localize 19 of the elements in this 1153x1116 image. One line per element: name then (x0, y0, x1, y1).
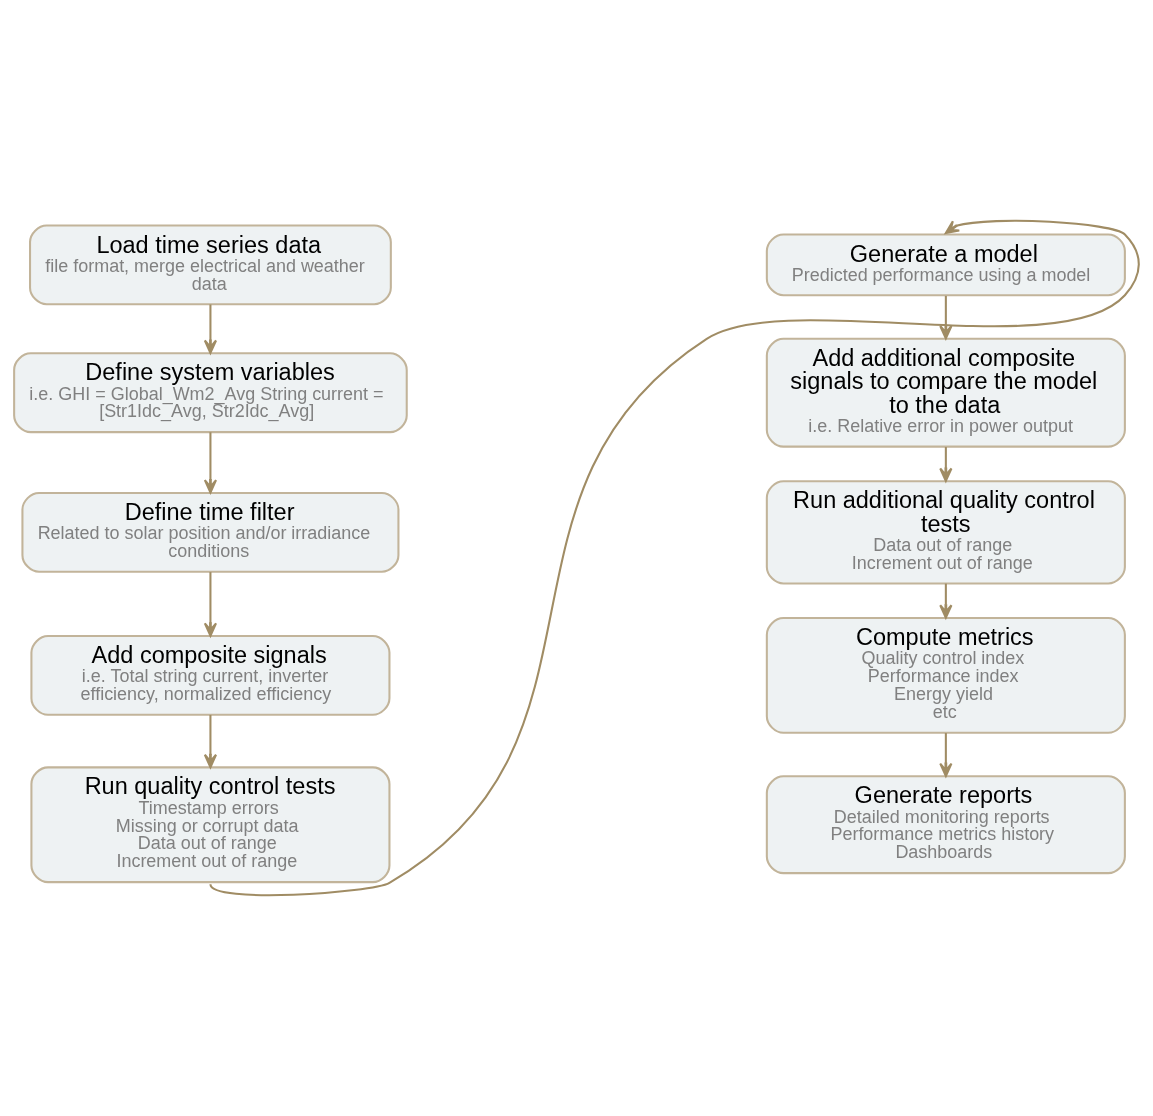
node-box: Generate a model Predicted performance using a model (765, 233, 1126, 297)
arrow (203, 572, 218, 637)
node-box: Define system variables i.e. GHI = Global_Wm2_Avg String current = [Str1Idc_Avg, Str2Idc_Avg] (13, 352, 408, 434)
node-box: Load time series data file format, merge electrical and weather data (29, 224, 392, 306)
arrow (939, 295, 953, 340)
arrow (939, 583, 953, 619)
arrow (203, 304, 218, 354)
node-box: Generate reports Detailed monitoring reports Performance metrics history Dashboards (765, 775, 1126, 875)
node-box: Define time filter Related to solar position and/or irradiance conditions (21, 491, 400, 573)
arrow (203, 714, 218, 769)
arrow (939, 733, 953, 778)
arrow (939, 447, 953, 482)
node-box: Compute metrics Quality control index Performance index Energy yield etc (765, 617, 1126, 734)
arrow (203, 432, 218, 494)
node-box: Add additional composite signals to compare the model to the data i.e. Relative error in power output (765, 337, 1126, 448)
arrow (209, 219, 1140, 897)
node-box: Add composite signals i.e. Total string current, inverter efficiency, normalized efficiency (30, 635, 391, 716)
node-box: Run additional quality control tests Data out of range Increment out of range (765, 480, 1126, 585)
node-box: Run quality control tests Timestamp errors Missing or corrupt data Data out of range Increment out of range (30, 766, 391, 884)
